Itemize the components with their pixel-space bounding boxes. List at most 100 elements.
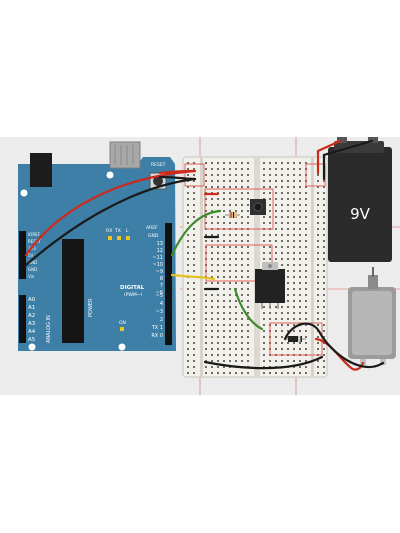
breadboard-hole [317, 282, 319, 284]
breadboard-hole [293, 324, 295, 326]
breadboard-hole [247, 162, 249, 164]
breadboard-hole [305, 288, 307, 290]
breadboard-hole [229, 222, 231, 224]
breadboard-hole [269, 162, 271, 164]
breadboard-hole [305, 198, 307, 200]
breadboard-hole [247, 306, 249, 308]
breadboard-hole [193, 300, 195, 302]
breadboard-hole [217, 276, 219, 278]
breadboard-hole [299, 366, 301, 368]
breadboard-hole [241, 324, 243, 326]
breadboard-hole [211, 300, 213, 302]
breadboard-hole [269, 192, 271, 194]
digital-header [165, 223, 172, 345]
breadboard-hole [247, 174, 249, 176]
breadboard-hole [241, 210, 243, 212]
breadboard-hole [275, 252, 277, 254]
breadboard-hole [293, 264, 295, 266]
breadboard-hole [293, 162, 295, 164]
breadboard-hole [293, 312, 295, 314]
breadboard-hole [205, 318, 207, 320]
breadboard-hole [305, 228, 307, 230]
breadboard-hole [269, 258, 271, 260]
breadboard-hole [241, 288, 243, 290]
breadboard-hole [287, 276, 289, 278]
breadboard-hole [281, 222, 283, 224]
breadboard-hole [287, 270, 289, 272]
breadboard-hole [241, 258, 243, 260]
breadboard-hole [275, 234, 277, 236]
breadboard-hole [229, 240, 231, 242]
breadboard-hole [287, 180, 289, 182]
breadboard-hole [241, 336, 243, 338]
breadboard-hole [229, 168, 231, 170]
breadboard-hole [241, 186, 243, 188]
breadboard-hole [193, 240, 195, 242]
breadboard-hole [187, 186, 189, 188]
breadboard-hole [275, 228, 277, 230]
breadboard-hole [193, 264, 195, 266]
breadboard-hole [305, 270, 307, 272]
breadboard-hole [317, 342, 319, 344]
wire-battery-black [322, 139, 374, 181]
breadboard-hole [275, 186, 277, 188]
breadboard-hole [241, 342, 243, 344]
breadboard-hole [241, 270, 243, 272]
breadboard-hole [263, 318, 265, 320]
breadboard-hole [187, 306, 189, 308]
breadboard-hole [317, 246, 319, 248]
breadboard-hole [247, 246, 249, 248]
breadboard-hole [281, 228, 283, 230]
breadboard-hole [317, 348, 319, 350]
breadboard-hole [287, 234, 289, 236]
breadboard-hole [223, 198, 225, 200]
breadboard-hole [223, 288, 225, 290]
digital-pin-label: 13 [157, 241, 163, 247]
breadboard-hole [235, 372, 237, 374]
breadboard-hole [235, 234, 237, 236]
breadboard-hole [269, 222, 271, 224]
breadboard-hole [205, 282, 207, 284]
breadboard-hole [323, 318, 325, 320]
breadboard-hole [241, 234, 243, 236]
breadboard-hole [229, 270, 231, 272]
breadboard-hole [205, 204, 207, 206]
breadboard-hole [305, 306, 307, 308]
breadboard-hole [217, 168, 219, 170]
breadboard-hole [217, 282, 219, 284]
digital-pin-label: TX 1 [151, 325, 163, 331]
power-pin-label: Vin [28, 274, 35, 279]
breadboard-hole [263, 306, 265, 308]
breadboard-hole [235, 258, 237, 260]
breadboard-hole [305, 348, 307, 350]
breadboard-hole [317, 366, 319, 368]
breadboard-hole [299, 330, 301, 332]
breadboard-hole [293, 270, 295, 272]
breadboard-hole [217, 294, 219, 296]
breadboard-hole [323, 186, 325, 188]
breadboard-hole [223, 336, 225, 338]
breadboard-hole [317, 324, 319, 326]
breadboard-hole [211, 312, 213, 314]
breadboard-hole [287, 246, 289, 248]
breadboard-hole [317, 252, 319, 254]
breadboard-hole [223, 222, 225, 224]
breadboard-hole [229, 246, 231, 248]
breadboard-hole [323, 198, 325, 200]
breadboard-hole [187, 330, 189, 332]
breadboard-hole [205, 306, 207, 308]
breadboard-hole [323, 210, 325, 212]
breadboard-hole [275, 306, 277, 308]
breadboard-hole [193, 204, 195, 206]
breadboard-hole [247, 258, 249, 260]
breadboard-hole [275, 360, 277, 362]
breadboard-hole [275, 342, 277, 344]
breadboard-hole [275, 324, 277, 326]
breadboard-hole [317, 192, 319, 194]
breadboard-hole [187, 210, 189, 212]
breadboard-hole [293, 300, 295, 302]
breadboard-hole [299, 312, 301, 314]
breadboard-hole [263, 360, 265, 362]
breadboard-hole [281, 258, 283, 260]
breadboard-hole [323, 258, 325, 260]
